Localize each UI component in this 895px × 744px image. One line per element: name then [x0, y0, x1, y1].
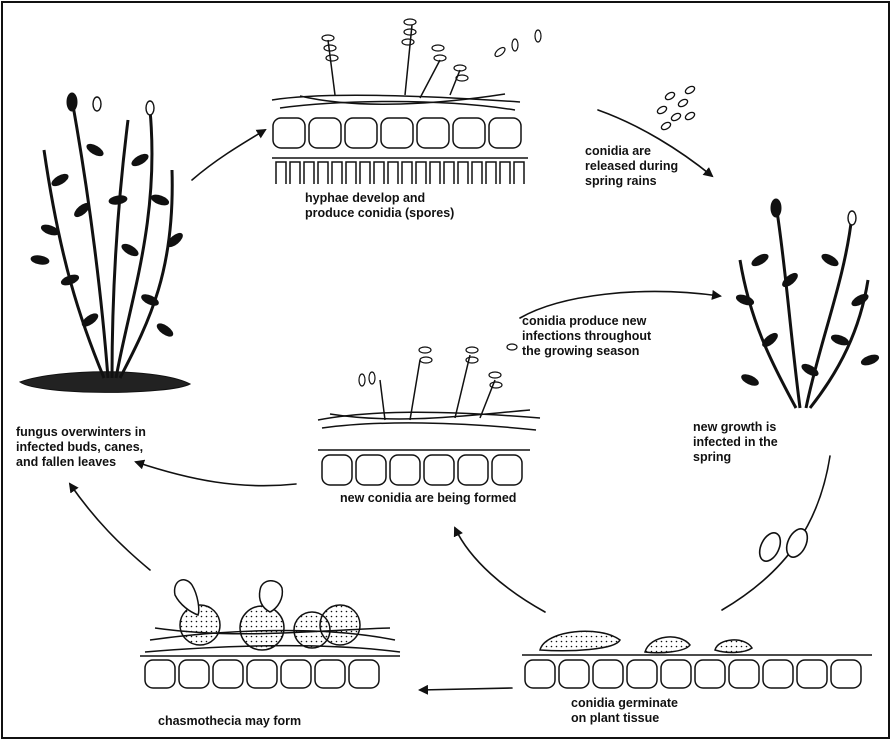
arrow-to-hyphae — [191, 128, 267, 181]
rose-plant-overwintering-icon — [18, 92, 192, 393]
chasmothecia-icon — [140, 579, 401, 689]
label-new-growth-infected: new growth is infected in the spring — [693, 420, 778, 464]
arrow-chasmothecia-to-overwinter — [68, 482, 151, 571]
label-chasmothecia: chasmothecia may form — [158, 714, 302, 728]
arrow-to-new-conidia — [453, 526, 546, 613]
arrow-to-overwinter — [134, 459, 297, 487]
new-conidia-forming-icon — [317, 343, 541, 486]
label-hyphae-develop: hyphae develop and produce conidia (spor… — [305, 191, 455, 220]
arrow-new-infections — [519, 289, 722, 319]
label-new-conidia-formed: new conidia are being formed — [340, 491, 517, 505]
label-new-infections: conidia produce new infections throughou… — [522, 314, 652, 358]
label-fungus-overwinters: fungus overwinters in infected buds, can… — [16, 425, 146, 469]
arrow-spores-released — [597, 109, 714, 178]
large-conidia-icon — [758, 528, 809, 562]
conidia-germinating-icon — [522, 630, 872, 689]
label-conidia-released: conidia are released during spring rains — [585, 144, 679, 188]
label-conidia-germinate: conidia germinate on plant tissue — [571, 696, 678, 725]
rose-plant-new-growth-icon — [735, 198, 880, 409]
arrow-to-chasmothecia — [418, 684, 513, 695]
hyphae-conidia-top-icon — [271, 18, 542, 184]
released-conidia-icon — [656, 85, 696, 131]
epidermis-cells-top — [272, 117, 522, 149]
